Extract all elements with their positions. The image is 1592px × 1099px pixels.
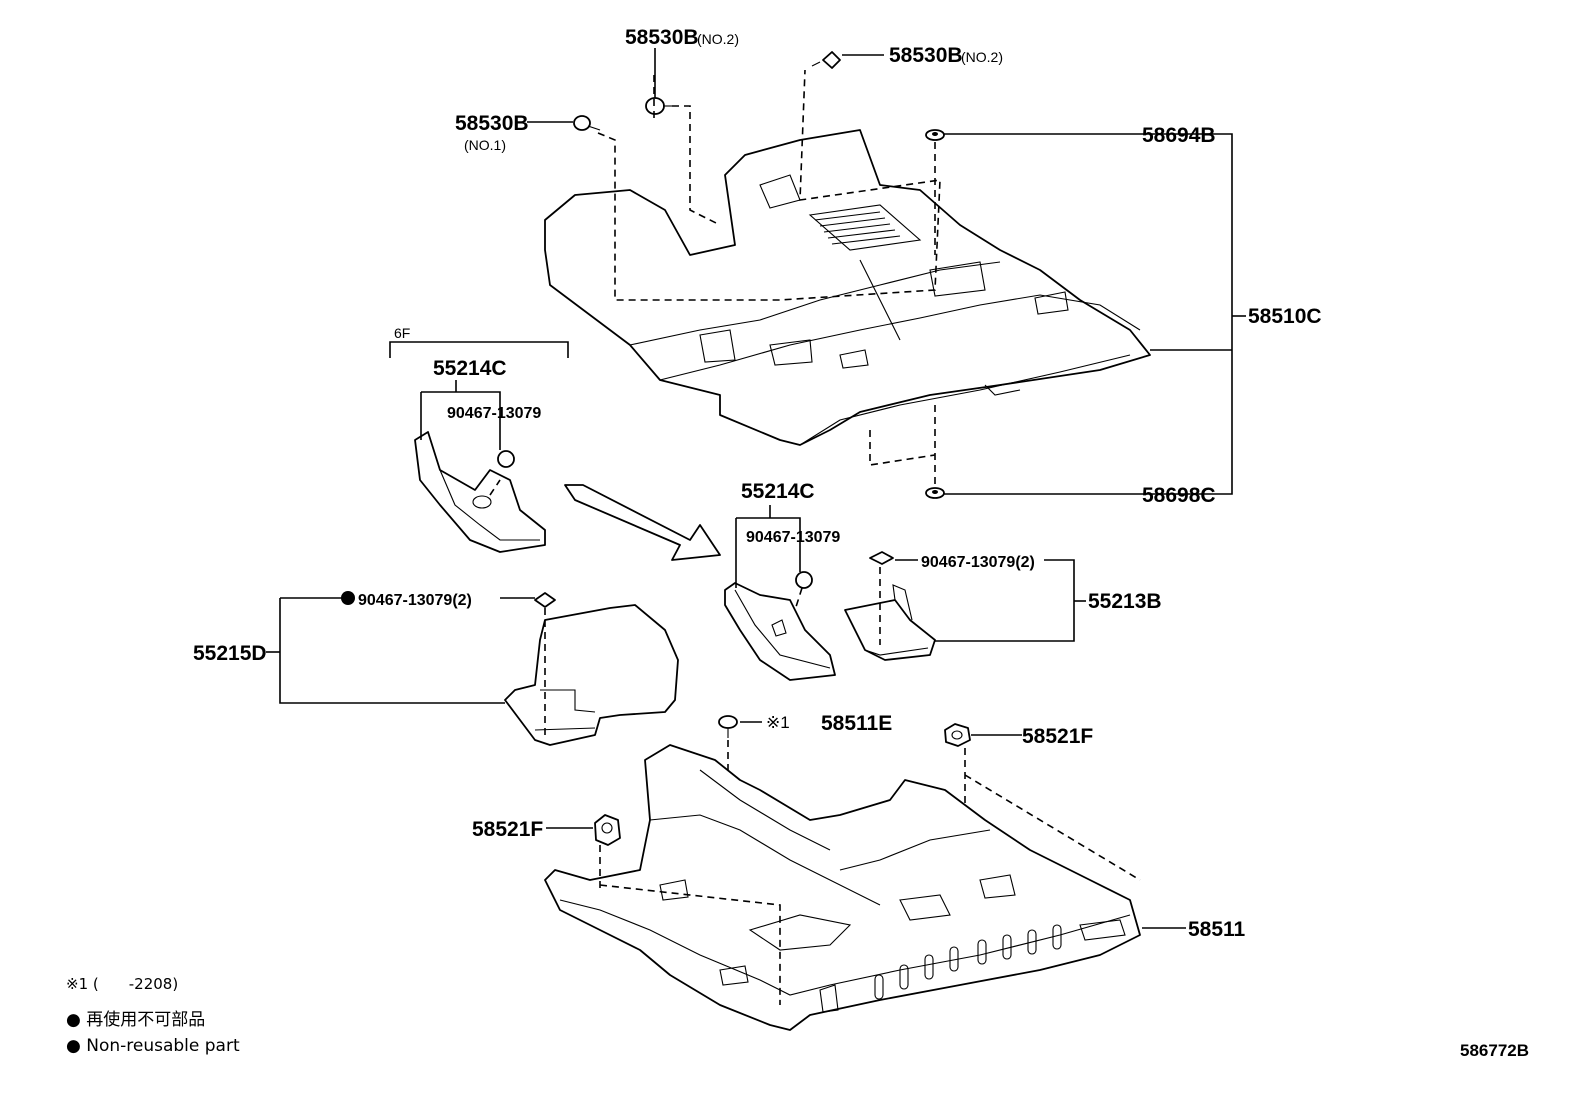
- svg-text:(NO.2): (NO.2): [697, 31, 739, 47]
- clip-58521f-left[interactable]: [594, 814, 621, 846]
- clip-58530b-no2-top[interactable]: [645, 97, 672, 115]
- floor-carpet-58510c[interactable]: [544, 129, 1151, 446]
- legend-en: ● Non-reusable part: [66, 1036, 240, 1056]
- callout-58511e[interactable]: ※1 58511E: [766, 712, 892, 735]
- callout-58521f-right[interactable]: 58521F: [1022, 725, 1093, 748]
- svg-text:58530B: 58530B: [889, 44, 963, 67]
- callout-90467-left[interactable]: 90467-13079: [447, 405, 541, 422]
- callout-90467-2-left[interactable]: 90467-13079(2): [341, 591, 472, 609]
- callout-58521f-left[interactable]: 58521F: [472, 818, 543, 841]
- clip-58530b-no1[interactable]: [573, 115, 601, 131]
- grommet-58698c[interactable]: [925, 487, 945, 499]
- clip-58530b-no2-right[interactable]: [811, 51, 841, 69]
- callout-90467-2-right[interactable]: 90467-13079(2): [921, 554, 1035, 571]
- callout-55213b[interactable]: 55213B: [1088, 590, 1162, 613]
- callout-90467-mid[interactable]: 90467-13079: [746, 529, 840, 546]
- diagram-id: 586772B: [1460, 1041, 1529, 1060]
- callout-55214c-mid[interactable]: 55214C: [741, 480, 815, 503]
- callout-58530b-no2-right[interactable]: 58530B (NO.2): [889, 44, 1003, 67]
- legend-note1: ※1 ( -2208): [66, 975, 178, 993]
- svg-text:58530B: 58530B: [625, 26, 699, 49]
- callout-58530b-no2-top[interactable]: 58530B (NO.2): [625, 26, 739, 49]
- clip-58511e[interactable]: [718, 715, 738, 738]
- callout-55215d[interactable]: 55215D: [193, 642, 267, 665]
- direction-arrow: [564, 484, 721, 561]
- svg-text:90467-13079(2): 90467-13079(2): [358, 592, 472, 609]
- silencer-slots: [874, 924, 1062, 1000]
- callout-58694b[interactable]: 58694B: [1142, 124, 1216, 147]
- cover-55215d[interactable]: [504, 604, 679, 746]
- scuff-plate-55214c-mid[interactable]: [724, 582, 836, 681]
- scuff-plate-55214c-left[interactable]: [414, 431, 546, 553]
- clip-58521f-right[interactable]: [944, 723, 971, 747]
- floor-silencer-58511[interactable]: [544, 744, 1141, 1031]
- clip-90467-mid[interactable]: [795, 571, 813, 589]
- svg-text:58530B: 58530B: [455, 112, 529, 135]
- callout-58530b-no1[interactable]: 58530B (NO.1): [455, 112, 529, 153]
- legend: ※1 ( -2208) ● 再使用不可部品 ● Non-reusable par…: [66, 975, 240, 1056]
- clip-90467-2-left[interactable]: [534, 592, 556, 608]
- callout-6f: 6F: [394, 325, 410, 341]
- callout-58510c[interactable]: 58510C: [1248, 305, 1322, 328]
- non-reusable-marker-icon: [341, 591, 355, 605]
- leader-lines: [266, 48, 1246, 929]
- clip-90467-left[interactable]: [497, 450, 515, 468]
- callout-58698c[interactable]: 58698C: [1142, 484, 1216, 507]
- svg-text:58511E: 58511E: [821, 712, 892, 735]
- svg-text:※1: ※1: [766, 713, 790, 732]
- svg-text:(NO.1): (NO.1): [464, 137, 506, 153]
- cover-55213b[interactable]: [844, 584, 936, 661]
- clip-90467-2-right[interactable]: [869, 551, 894, 565]
- legend-jp: ● 再使用不可部品: [66, 1009, 205, 1030]
- callout-55214c-left[interactable]: 55214C: [433, 357, 507, 380]
- callout-58511[interactable]: 58511: [1188, 918, 1246, 941]
- svg-text:(NO.2): (NO.2): [961, 49, 1003, 65]
- grommet-58694b[interactable]: [925, 129, 945, 141]
